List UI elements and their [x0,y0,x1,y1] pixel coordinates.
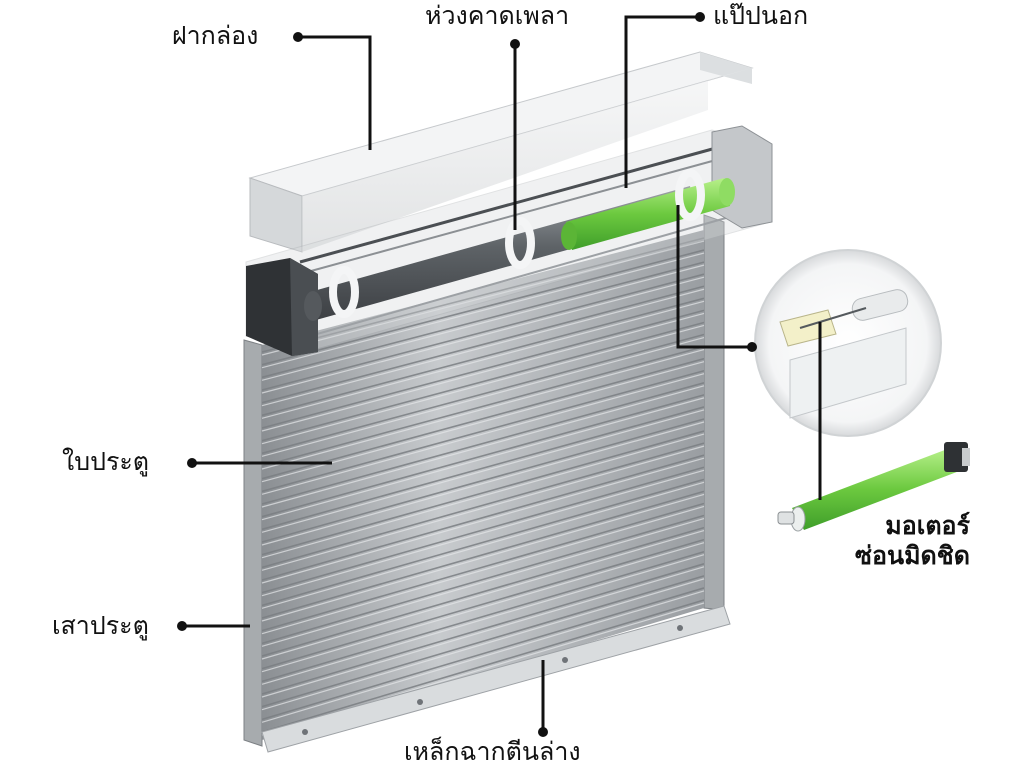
slat-line [261,526,705,657]
slat-line [261,297,705,417]
slat-line [261,382,705,505]
slat-highlight [261,530,705,660]
slat-highlight [261,433,705,559]
slat-highlight [261,240,705,356]
slat-line [261,357,705,480]
label-door-slats: ใบประตู [62,447,150,476]
slat-highlight [261,493,705,622]
slat-highlight [261,264,705,381]
slat-line [261,514,705,645]
slat-highlight [261,397,705,521]
slat-line [261,466,705,594]
slat-highlight [261,421,705,546]
slat-line [261,575,705,708]
slat-line [261,502,705,632]
slat-line [261,237,705,353]
slat-line [261,249,705,366]
slat-highlight [261,324,705,445]
slat-highlight [261,385,705,508]
slat-line [261,261,705,379]
slat-highlight [261,590,705,723]
slat-highlight [261,457,705,584]
slat-line [261,406,705,531]
slat-line [261,333,705,455]
slat-highlight [261,361,705,483]
slat-highlight [261,312,705,432]
slat-line [261,550,705,683]
slat-line [261,273,705,391]
slat-line [261,321,705,442]
leader-motor-detail [676,205,750,349]
label-motor-line1: มอเตอร์ [885,511,970,540]
label-box-cover: ฝากล่อง [172,21,259,50]
leader-outer-plate [624,15,700,188]
slat-line [261,309,705,429]
slat-highlight [261,288,705,407]
slat-line [261,478,705,607]
leader-box-cover [300,35,372,150]
bottom-bar [261,605,731,753]
slat-line [261,369,705,493]
slat-line [261,285,705,404]
slat-highlight [261,300,705,419]
slat-highlight [261,517,705,647]
slat-line [261,587,705,721]
label-door-post: เสาประตู [52,611,149,640]
slat-line [261,563,705,695]
slat-line [261,442,705,569]
hidden-motor [777,442,970,532]
detail-magnifier [754,249,942,437]
slat-highlight [261,566,705,698]
slat-highlight [261,252,705,369]
slat-highlight [261,276,705,394]
slat-highlight [261,445,705,571]
slat-line [261,599,705,733]
slat-highlight [261,349,705,470]
leader-lines [185,15,822,730]
slat-highlight [261,469,705,597]
slat-line [261,490,705,619]
slat-line [261,394,705,518]
slat-line [261,430,705,556]
leader-dots [177,12,757,737]
shaft-pipe [304,169,735,321]
label-motor-line2: ซ่อนมิดชิด [855,541,970,570]
slat-highlight [261,554,705,685]
slat-line [261,538,705,670]
slat-highlight [261,409,705,533]
door-slats [261,230,705,740]
label-shaft-ring: ห่วงคาดเพลา [425,1,570,30]
slat-highlight [261,505,705,635]
slat-highlight [261,373,705,495]
slat-line [261,454,705,581]
slat-line [261,345,705,467]
slat-highlight [261,481,705,609]
slat-highlight [261,542,705,673]
slat-line [261,418,705,543]
slat-highlight [261,336,705,457]
slat-highlight [261,578,705,711]
label-bottom-bar: เหล็กฉากตีนล่าง [404,737,581,766]
label-outer-plate: แป๊ปนอก [713,1,809,30]
